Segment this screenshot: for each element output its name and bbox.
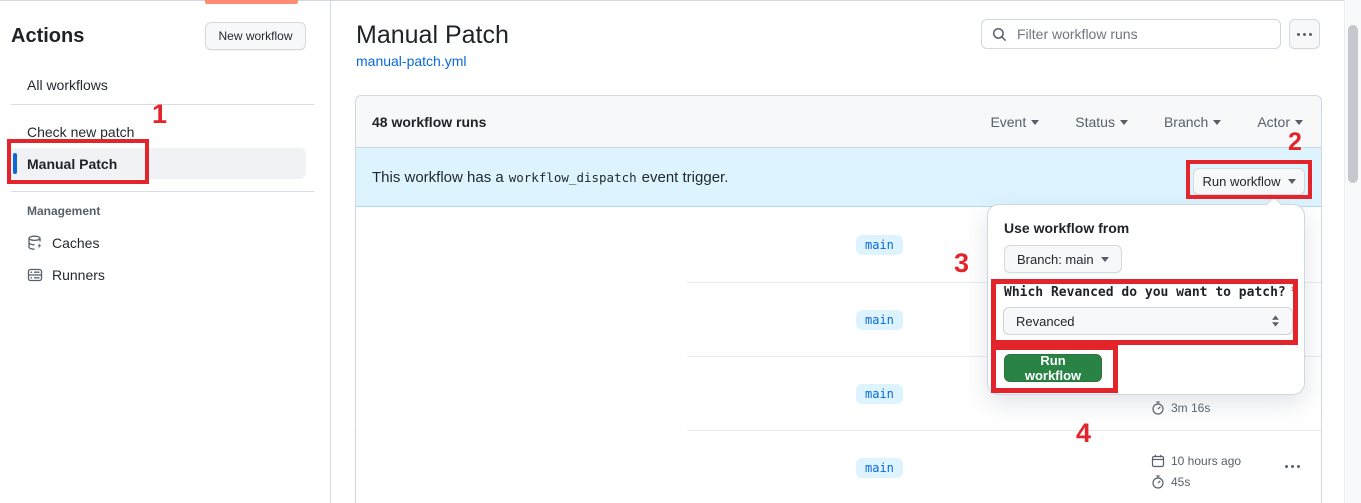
sidebar-item-label: Manual Patch bbox=[27, 156, 118, 172]
run-date: 10 hours ago bbox=[1151, 454, 1241, 468]
new-workflow-button[interactable]: New workflow bbox=[205, 22, 306, 50]
cache-icon bbox=[28, 235, 42, 250]
branch-badge[interactable]: main bbox=[856, 383, 903, 404]
workflow-dispatch-banner: This workflow has a workflow_dispatch ev… bbox=[356, 148, 1321, 207]
chevron-down-icon bbox=[1295, 119, 1303, 125]
branch-badge[interactable]: main bbox=[856, 234, 903, 255]
required-asterisk: * bbox=[1290, 285, 1299, 300]
sidebar-item-check-new-patch[interactable]: Check new patch bbox=[27, 124, 135, 140]
scrollbar-thumb[interactable] bbox=[1348, 25, 1358, 183]
branch-badge[interactable]: main bbox=[856, 309, 903, 330]
banner-text: event trigger. bbox=[641, 168, 729, 186]
revanced-select[interactable]: Revanced bbox=[1003, 307, 1293, 335]
workflow-input-label: Which Revanced do you want to patch?* bbox=[1004, 285, 1299, 300]
filter-event[interactable]: Event bbox=[990, 114, 1040, 130]
annotation-number-3: 3 bbox=[954, 248, 970, 278]
page-title: Manual Patch bbox=[356, 21, 509, 49]
run-workflow-dropdown-button[interactable]: Run workflow bbox=[1193, 168, 1305, 195]
workflow-file-link[interactable]: manual-patch.yml bbox=[356, 53, 467, 69]
sidebar-item-label: Caches bbox=[52, 235, 100, 251]
banner-code: workflow_dispatch bbox=[508, 169, 637, 185]
management-header: Management bbox=[27, 204, 101, 218]
run-duration: 3m 16s bbox=[1151, 401, 1210, 415]
use-workflow-from-label: Use workflow from bbox=[1004, 220, 1130, 236]
sidebar-item-label: Runners bbox=[52, 267, 105, 283]
top-nav-border bbox=[0, 0, 1361, 1]
scrollbar-track[interactable] bbox=[1344, 0, 1361, 503]
sidebar-divider bbox=[11, 104, 314, 105]
branch-selector-button[interactable]: Branch: main bbox=[1004, 245, 1122, 273]
filter-status[interactable]: Status bbox=[1075, 114, 1128, 130]
run-options-kebab-icon[interactable] bbox=[1285, 465, 1300, 468]
sidebar-item-all-workflows[interactable]: All workflows bbox=[27, 77, 108, 93]
runners-icon bbox=[27, 268, 43, 282]
annotation-number-4: 4 bbox=[1076, 418, 1092, 448]
chevron-down-icon bbox=[1213, 119, 1222, 125]
runs-count: 48 workflow runs bbox=[372, 113, 487, 130]
sidebar-item-caches[interactable]: Caches bbox=[27, 235, 99, 251]
run-workflow-submit-button[interactable]: Run workflow bbox=[1004, 353, 1102, 383]
active-indicator bbox=[13, 153, 17, 174]
sidebar-divider bbox=[11, 191, 314, 192]
search-icon bbox=[992, 27, 1007, 41]
stopwatch-icon bbox=[1152, 401, 1164, 415]
filter-actor[interactable]: Actor bbox=[1257, 114, 1303, 130]
calendar-icon bbox=[1151, 454, 1165, 468]
sidebar-item-runners[interactable]: Runners bbox=[27, 267, 105, 283]
sidebar-divider-vertical bbox=[330, 1, 331, 503]
branch-badge[interactable]: main bbox=[856, 458, 903, 478]
banner-text: This workflow has a bbox=[372, 168, 504, 186]
kebab-icon bbox=[1297, 32, 1312, 36]
select-updown-icon bbox=[1272, 315, 1279, 327]
chevron-down-icon bbox=[1100, 256, 1109, 262]
runs-table-header: 48 workflow runs Event Status Branch Act… bbox=[356, 96, 1321, 148]
run-workflow-dropdown-panel: Use workflow from Branch: main Which Rev… bbox=[987, 204, 1305, 395]
annotation-number-1: 1 bbox=[152, 99, 168, 129]
chevron-down-icon bbox=[1119, 119, 1128, 125]
run-duration: 45s bbox=[1151, 475, 1190, 489]
chevron-down-icon bbox=[1287, 179, 1296, 184]
filter-branch[interactable]: Branch bbox=[1164, 114, 1222, 130]
annotation-number-2: 2 bbox=[1288, 128, 1302, 156]
workflow-options-button[interactable] bbox=[1289, 19, 1320, 49]
actions-tab-underline bbox=[205, 0, 298, 4]
sidebar-item-manual-patch[interactable]: Manual Patch bbox=[8, 148, 306, 179]
redacted-area bbox=[357, 207, 687, 503]
sidebar-title: Actions bbox=[11, 25, 85, 47]
stopwatch-icon bbox=[1152, 475, 1164, 489]
filter-runs-searchbox[interactable] bbox=[981, 19, 1281, 49]
runs-filters: Event Status Branch Actor bbox=[990, 96, 1303, 148]
chevron-down-icon bbox=[1031, 119, 1040, 125]
search-input[interactable] bbox=[1015, 25, 1270, 43]
